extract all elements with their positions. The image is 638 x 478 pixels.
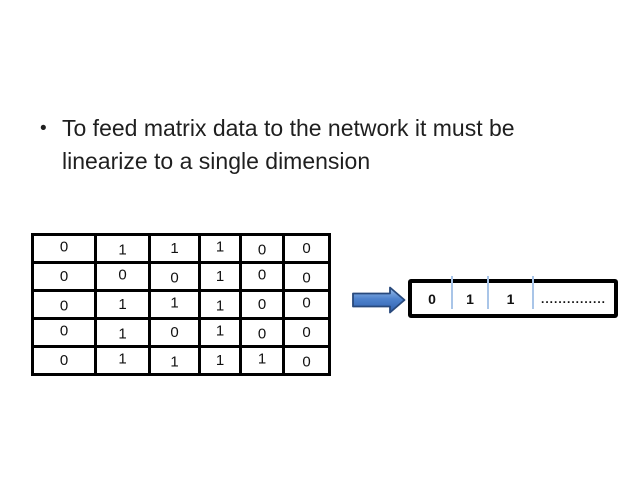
- linear-cell: 1: [487, 276, 533, 314]
- matrix-cell: 1: [198, 289, 242, 320]
- matrix-cell: 0: [148, 261, 201, 292]
- linear-cell: 1: [451, 276, 488, 314]
- matrix-cell: 1: [148, 345, 201, 376]
- matrix-cell: 1: [198, 317, 242, 348]
- matrix-cell: 0: [239, 261, 285, 292]
- matrix-cell: 1: [198, 345, 242, 376]
- matrix-cell: 0: [31, 345, 97, 376]
- linear-cell-ellipsis: ...............: [532, 276, 614, 314]
- bullet-text: To feed matrix data to the network it mu…: [62, 115, 515, 174]
- matrix-cell: 0: [239, 233, 285, 264]
- matrix-cell: 1: [198, 233, 242, 264]
- matrix-cell: 1: [239, 345, 285, 376]
- matrix-cell: 0: [239, 317, 285, 348]
- matrix-cell: 1: [94, 317, 151, 348]
- matrix-cell: 0: [31, 233, 97, 264]
- bullet-item: • To feed matrix data to the network it …: [40, 112, 592, 178]
- matrix-cell: 1: [148, 289, 201, 320]
- linear-cell: 0: [428, 290, 436, 307]
- matrix-cell: 0: [148, 317, 201, 348]
- matrix-cell: 0: [282, 289, 331, 320]
- matrix-cell: 0: [94, 261, 151, 292]
- matrix-cell: 1: [94, 289, 151, 320]
- bullet-marker: •: [40, 118, 47, 139]
- matrix-cell: 1: [198, 261, 242, 292]
- matrix-cell: 1: [94, 345, 151, 376]
- matrix-cell: 0: [282, 261, 331, 292]
- matrix-cell: 0: [239, 289, 285, 320]
- matrix-cell: 0: [282, 233, 331, 264]
- matrix-cell: 1: [94, 233, 151, 264]
- matrix-cell: 0: [31, 289, 97, 320]
- matrix-cell: 0: [31, 317, 97, 348]
- matrix-cell: 1: [148, 233, 201, 264]
- matrix-cell: 0: [282, 317, 331, 348]
- matrix-cell: 0: [31, 261, 97, 292]
- right-block-arrow-icon: [351, 286, 407, 314]
- matrix-cell: 0: [282, 345, 331, 376]
